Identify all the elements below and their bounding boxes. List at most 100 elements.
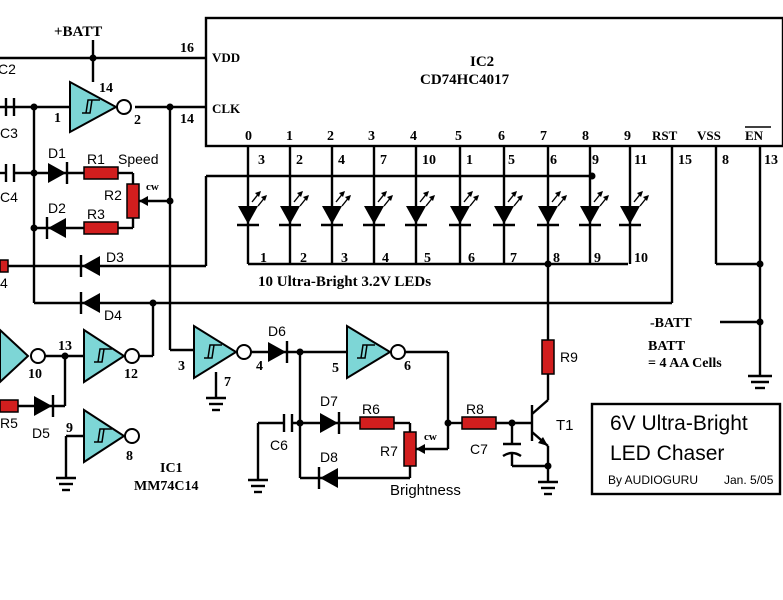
cw-label-1: cw xyxy=(146,181,159,193)
t1-label: T1 xyxy=(556,417,574,434)
pin-8: 8 xyxy=(722,153,729,168)
r3-resistor xyxy=(83,221,119,235)
pin-9: 9 xyxy=(592,153,599,168)
cw-label-2: cw xyxy=(424,431,437,443)
d1-diode xyxy=(48,163,66,183)
led-num-8: 8 xyxy=(553,251,560,266)
led-8 xyxy=(537,146,567,264)
junction xyxy=(166,197,174,205)
batt-plus-label: +BATT xyxy=(54,24,102,40)
r1-resistor xyxy=(83,166,119,180)
r5-resistor xyxy=(0,399,19,413)
pin-g4-9: 9 xyxy=(66,421,73,436)
d6-diode xyxy=(268,342,286,362)
t1-collector xyxy=(531,399,549,415)
pin-g1-14: 14 xyxy=(99,81,113,96)
ic2-rst-label: RST xyxy=(652,128,678,143)
brightness-label: Brightness xyxy=(390,482,461,499)
pin-15: 15 xyxy=(678,153,692,168)
d8-label: D8 xyxy=(320,449,338,465)
led-3 xyxy=(321,146,351,264)
speed-label: Speed xyxy=(118,151,158,167)
ic2-en-label: EN xyxy=(745,128,764,143)
c4-label: C4 xyxy=(0,189,18,205)
pin-g3-12: 12 xyxy=(124,367,138,382)
led-number-labels: 1 2 3 4 5 6 7 8 9 10 xyxy=(260,251,648,266)
ic1-name: IC1 xyxy=(160,461,183,476)
ground-symbol xyxy=(248,478,268,494)
led-num-10: 10 xyxy=(634,251,648,266)
junction xyxy=(89,54,97,62)
batt-minus-label: -BATT xyxy=(650,316,692,331)
c6-label: C6 xyxy=(270,437,288,453)
t1-arrow xyxy=(538,437,548,446)
led-4 xyxy=(363,146,393,264)
pin-g6-5: 5 xyxy=(332,361,339,376)
led-num-1: 1 xyxy=(260,251,267,266)
junction xyxy=(30,224,38,232)
pin-g5-4: 4 xyxy=(256,359,263,374)
led-num-9: 9 xyxy=(594,251,601,266)
pin-g4-8: 8 xyxy=(126,449,133,464)
pin-5: 5 xyxy=(508,153,515,168)
ground-symbol xyxy=(748,374,772,390)
d2-label: D2 xyxy=(48,200,66,216)
title-box xyxy=(590,402,782,496)
batt-desc-1: BATT xyxy=(648,339,686,354)
led-num-5: 5 xyxy=(424,251,431,266)
d4-diode xyxy=(82,293,100,313)
r2-pot xyxy=(126,183,140,219)
led-num-4: 4 xyxy=(382,251,389,266)
d5-diode xyxy=(34,396,52,416)
r6-label: R6 xyxy=(362,401,380,417)
led-num-6: 6 xyxy=(468,251,475,266)
pin-g1-1: 1 xyxy=(54,111,61,126)
d3-diode xyxy=(82,256,100,276)
ic2-vdd-label: VDD xyxy=(212,50,240,65)
led-10 xyxy=(619,146,649,264)
d3-label: D3 xyxy=(106,249,124,265)
ic2-clk-label: CLK xyxy=(212,101,241,116)
r7-pot xyxy=(403,431,417,467)
ic2-out-8: 8 xyxy=(582,129,589,144)
junction xyxy=(544,462,552,470)
junction xyxy=(756,260,764,268)
ic2-out-7: 7 xyxy=(540,129,547,144)
pin-g1-2: 2 xyxy=(134,113,141,128)
title-line-2: LED Chaser xyxy=(610,442,724,465)
led-1 xyxy=(237,146,267,264)
inverter-gate-5 xyxy=(193,324,252,380)
ic2-out-9: 9 xyxy=(624,129,631,144)
pin-g6-6: 6 xyxy=(404,359,411,374)
junction xyxy=(756,318,764,326)
r7-label: R7 xyxy=(380,443,398,459)
junction xyxy=(296,419,304,427)
led-5 xyxy=(405,146,435,264)
c3-label: C3 xyxy=(0,125,18,141)
led-7 xyxy=(493,146,523,264)
r1-label: R1 xyxy=(87,151,105,167)
ic2-out-4: 4 xyxy=(410,129,417,144)
title-line-1: 6V Ultra-Bright xyxy=(610,412,748,435)
ic2-name: IC2 xyxy=(470,54,494,70)
ic2-out-3: 3 xyxy=(368,129,375,144)
pin-10: 10 xyxy=(422,153,436,168)
ground-symbol xyxy=(206,396,226,412)
title-date: Jan. 5/05 xyxy=(724,473,774,487)
led-caption: 10 Ultra-Bright 3.2V LEDs xyxy=(258,274,431,290)
led-num-2: 2 xyxy=(300,251,307,266)
r4-resistor xyxy=(0,259,9,273)
d7-diode xyxy=(320,413,338,433)
pin-g5-7: 7 xyxy=(224,375,231,390)
c7-label: C7 xyxy=(470,441,488,457)
pin-6: 6 xyxy=(550,153,557,168)
d6-label: D6 xyxy=(268,323,286,339)
c2-label: C2 xyxy=(0,61,16,77)
r9-resistor xyxy=(541,339,555,375)
pin-g5-3: 3 xyxy=(178,359,185,374)
pin-14: 14 xyxy=(180,112,194,127)
ground-symbol xyxy=(538,480,558,496)
inverter-gate-6 xyxy=(346,324,406,380)
r2-label: R2 xyxy=(104,187,122,203)
